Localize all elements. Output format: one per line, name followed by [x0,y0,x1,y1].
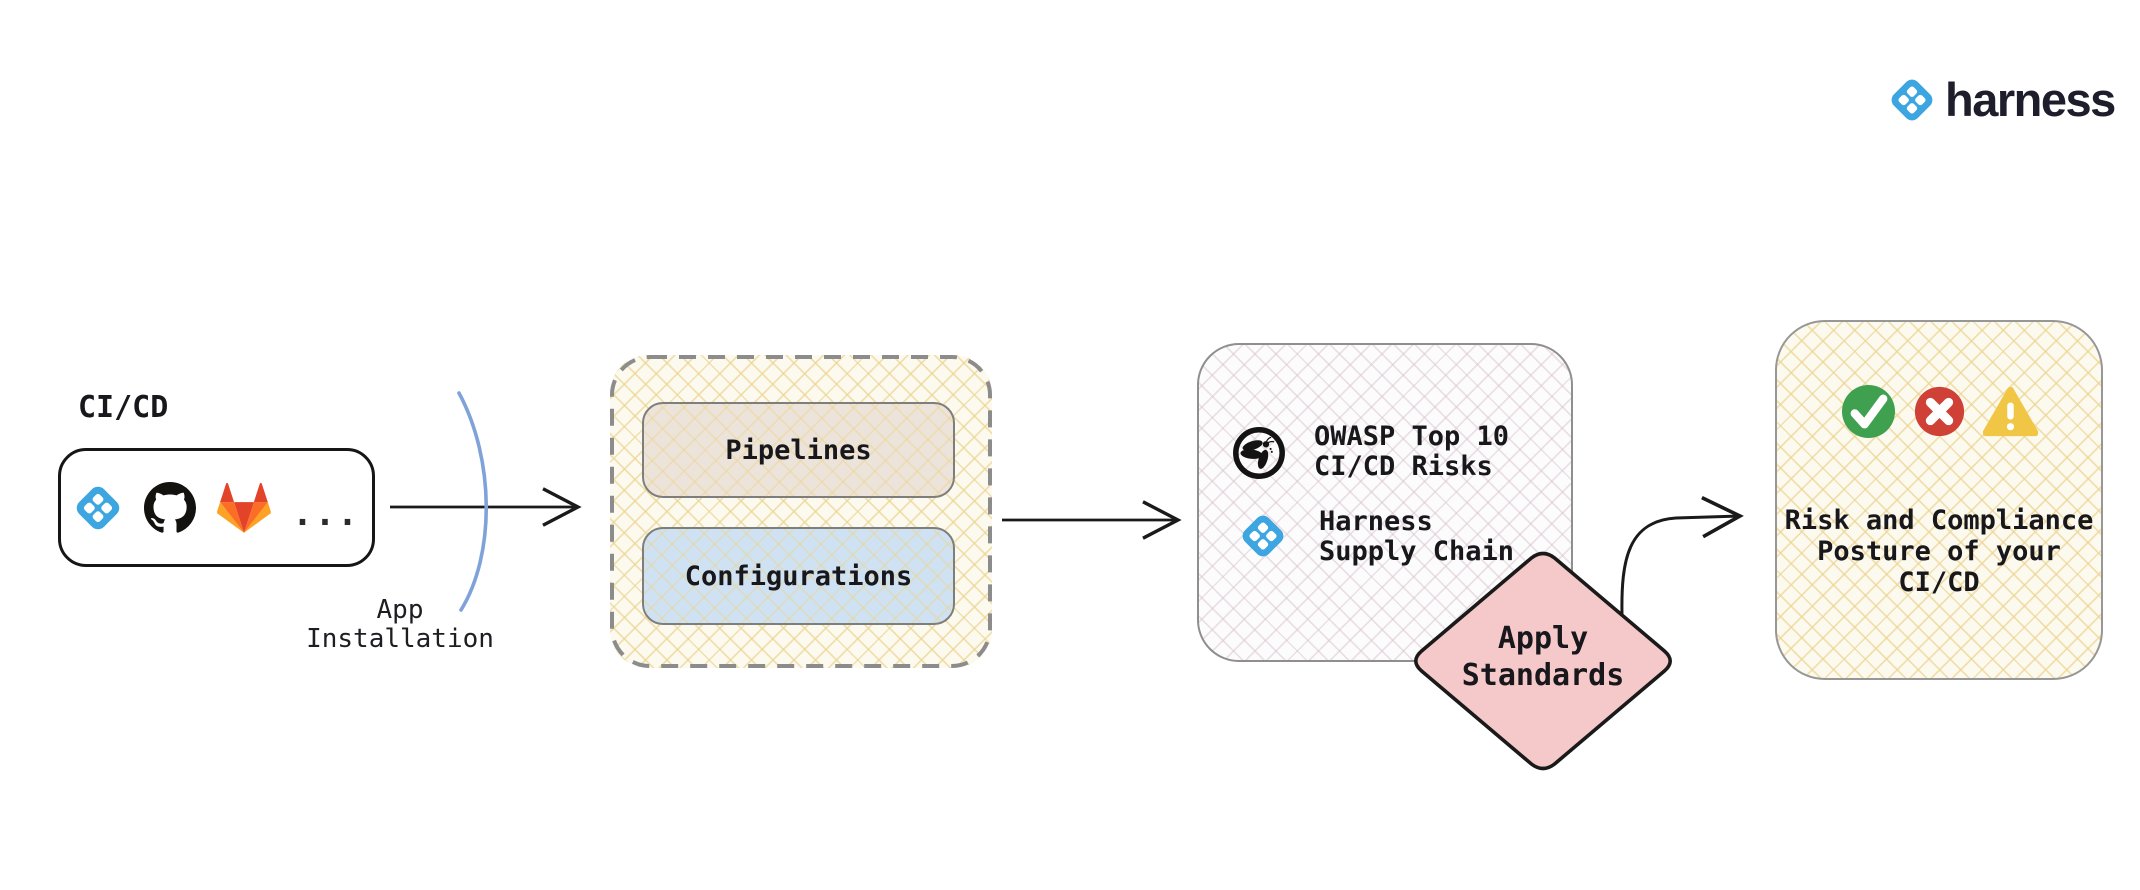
pipelines-box: Pipelines [642,402,955,498]
cicd-label: CI/CD [78,390,169,425]
result-box: Risk and Compliance Posture of your CI/C… [1775,320,2103,680]
result-text: Risk and Compliance Posture of your CI/C… [1784,505,2094,598]
app-installation-curve [457,391,489,612]
brand-name: harness [1945,73,2116,126]
cross-icon [1914,386,1964,437]
configurations-box: Configurations [642,527,955,625]
result-arrow [1620,496,1744,616]
apply-standards-label-line2: Standards [1462,658,1625,693]
github-icon [144,481,197,533]
harness-icon [77,486,120,529]
configurations-label: Configurations [684,560,913,592]
warning-icon [1982,386,2038,437]
app-installation-label: App Installation [306,595,494,654]
check-icon [1841,384,1895,439]
owasp-label: OWASP Top 10 CI/CD Risks [1314,421,1510,482]
harness-supplychain-icon [1242,515,1284,557]
result-status-icons [1777,384,2101,439]
harness-logo-icon [1891,79,1933,120]
pipeline-config-group: Pipelines Configurations [610,355,992,668]
more-sources-label: ... [292,493,360,534]
standards-box: OWASP Top 10 CI/CD Risks Harness Supply … [1197,343,1573,662]
gitlab-icon [217,482,272,533]
pipelines-label: Pipelines [725,434,872,466]
supplychain-label: Harness Supply Chain [1319,506,1515,567]
owasp-icon [1233,427,1285,479]
cicd-sources-box: ... [58,448,375,567]
harness-logo: harness [1888,72,2116,127]
